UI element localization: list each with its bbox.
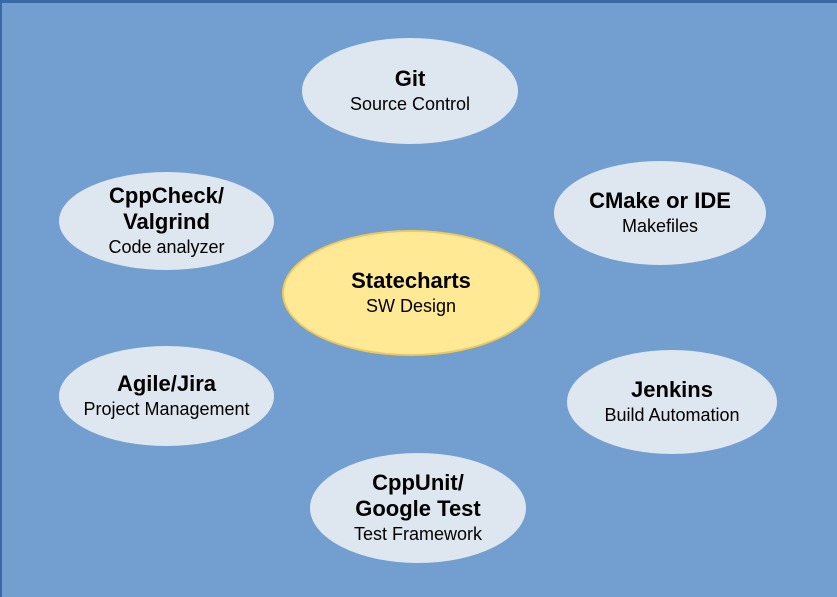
- node-title: CppUnit/ Google Test: [355, 470, 481, 522]
- node-title: Agile/Jira: [116, 371, 217, 397]
- node-title: CppCheck/ Valgrind: [109, 183, 224, 235]
- node-subtitle: Test Framework: [353, 524, 483, 545]
- node-title: Jenkins: [631, 377, 713, 403]
- node-title: Statecharts: [351, 268, 471, 294]
- node-subtitle: Source Control: [349, 94, 471, 115]
- node-title: CMake or IDE: [589, 188, 731, 214]
- node-title: Git: [394, 66, 426, 92]
- node-subtitle: Project Management: [83, 399, 250, 420]
- node-subtitle: Code analyzer: [108, 237, 225, 258]
- node-subtitle: Makefiles: [621, 216, 699, 237]
- node-subtitle: SW Design: [365, 296, 457, 317]
- node-subtitle: Build Automation: [604, 405, 740, 426]
